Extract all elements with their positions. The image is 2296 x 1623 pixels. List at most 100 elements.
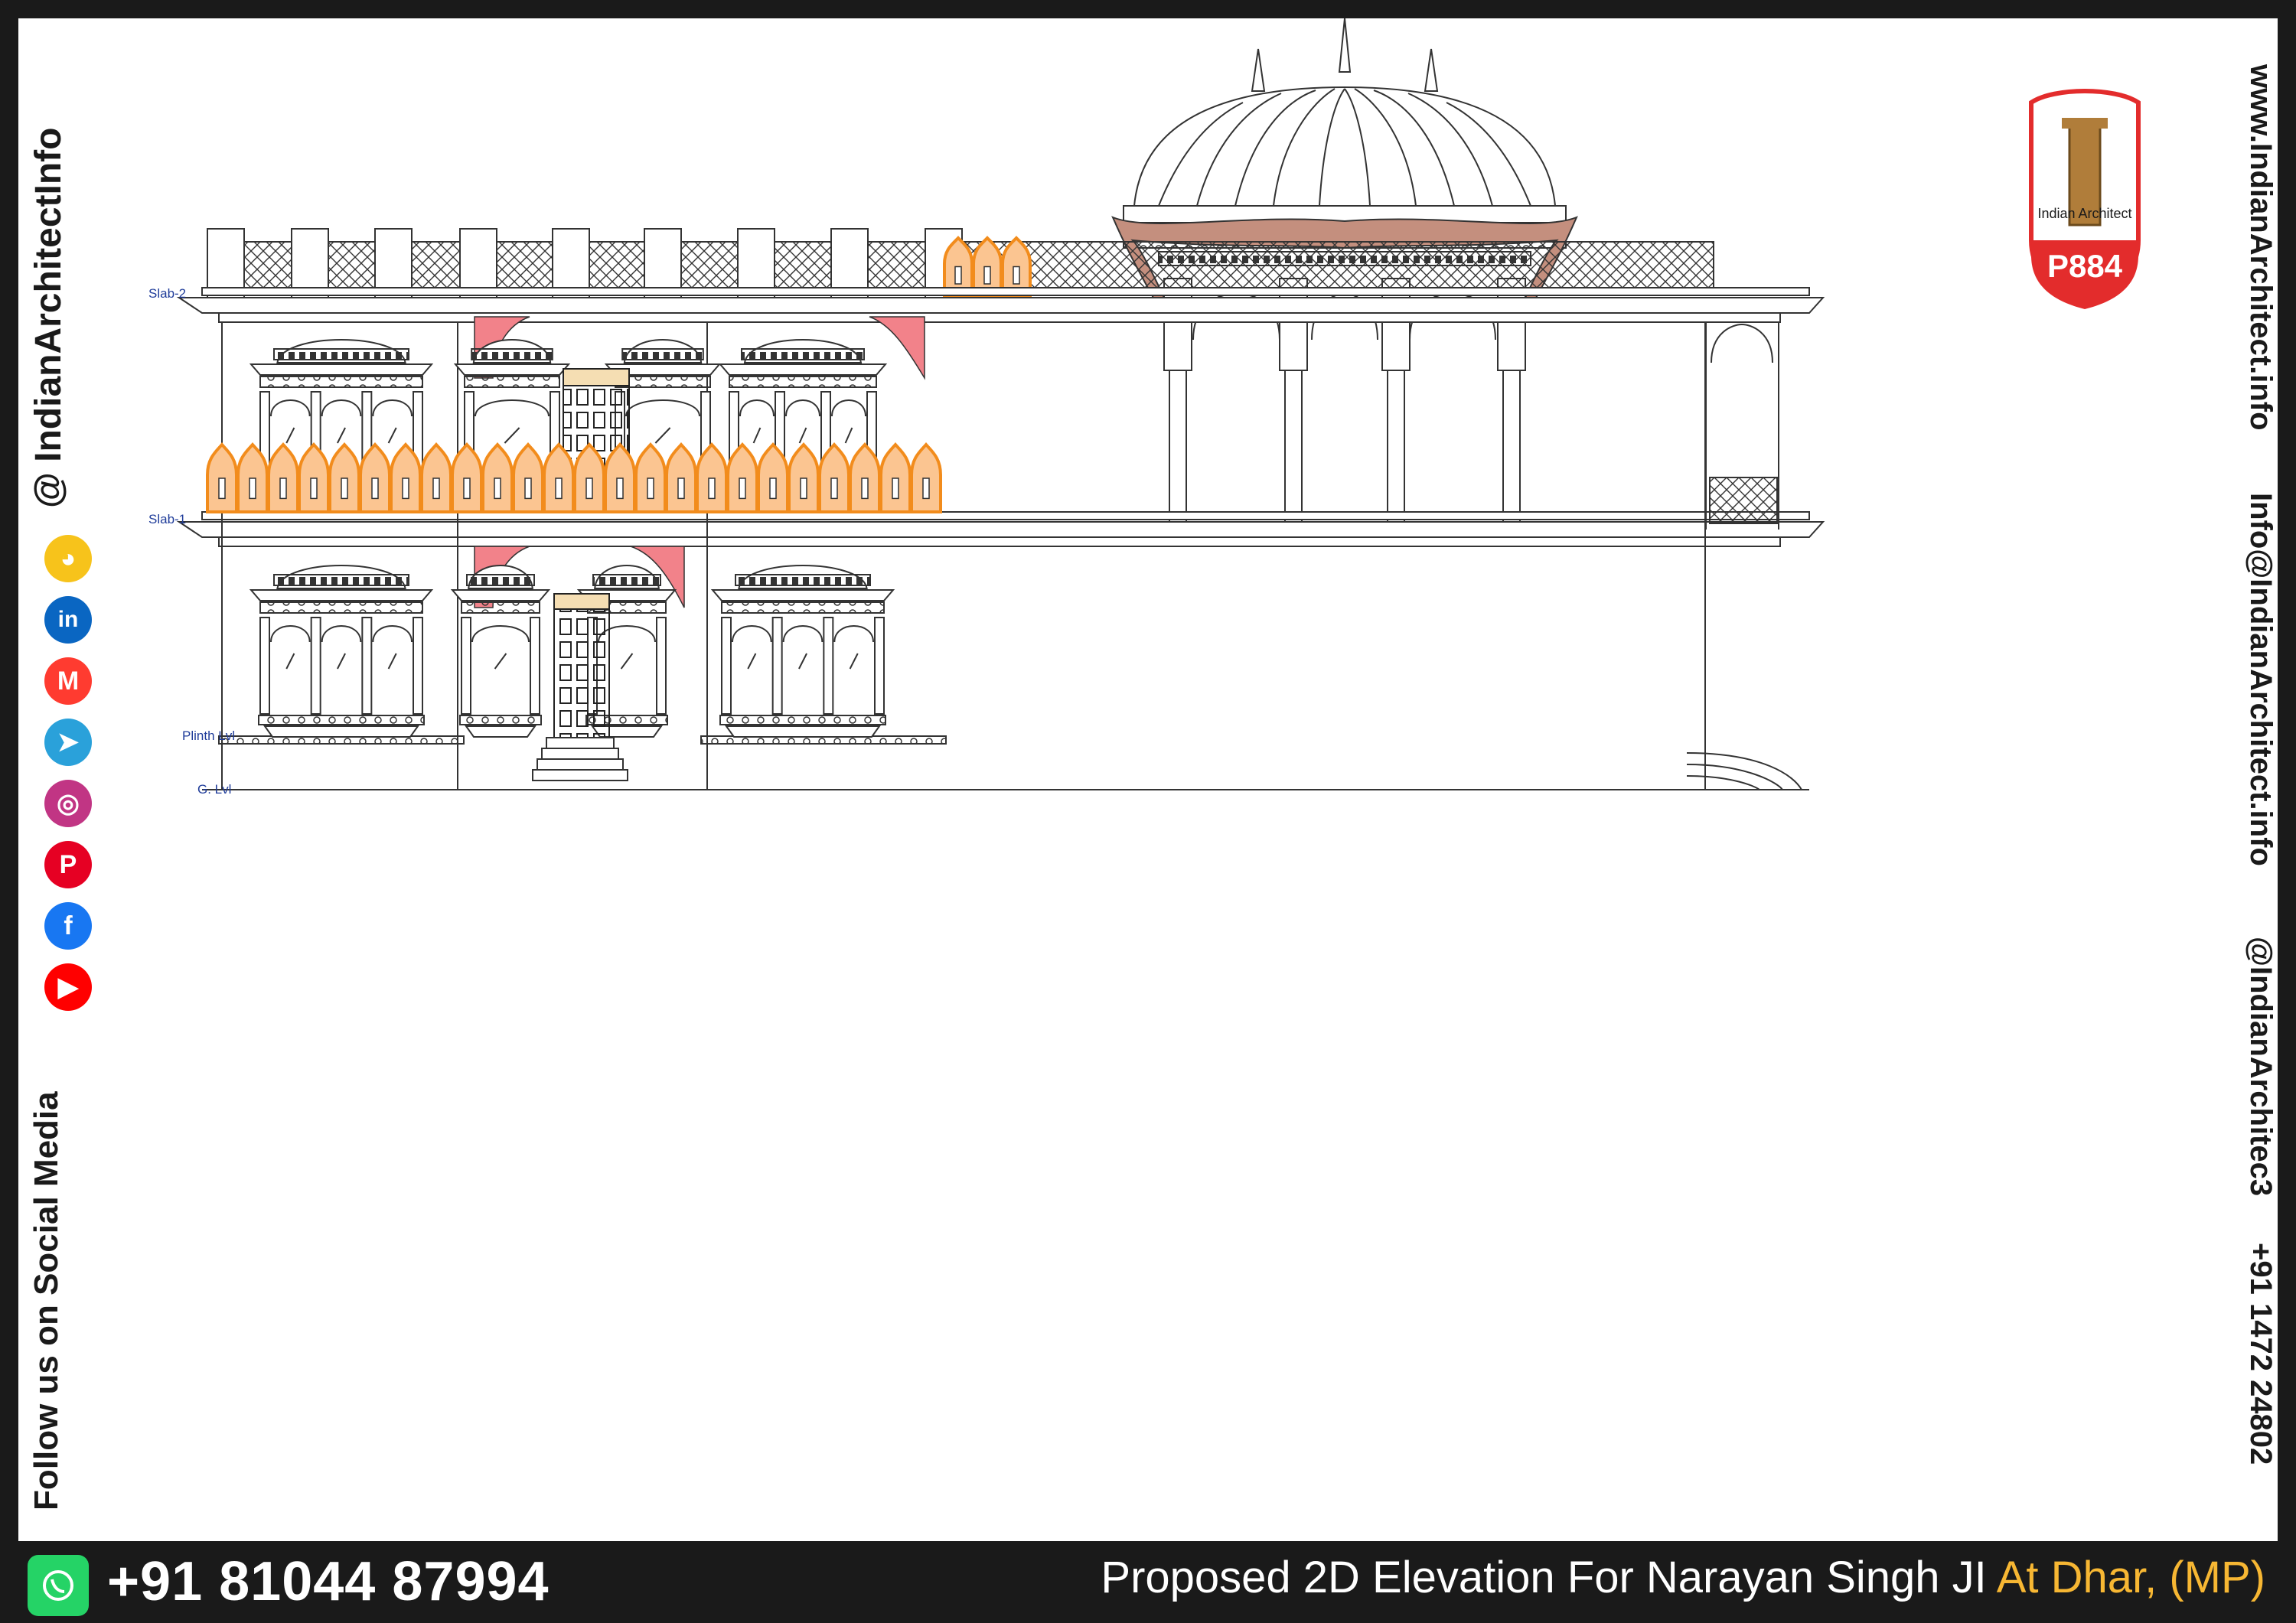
jharokha-chhajja-0 — [249, 363, 434, 376]
jharokha-base-band-4 — [258, 715, 425, 725]
website-text[interactable]: www.IndianArchitect.info — [2244, 64, 2278, 431]
roof-kangura-0-slot — [954, 266, 962, 285]
floor-slabs — [176, 287, 1825, 790]
jharokha-dentil-7 — [735, 574, 871, 586]
jharokha-dentil-3 — [741, 348, 865, 360]
roof-kangura-1-slot — [983, 266, 991, 285]
linkedin-icon[interactable]: in — [44, 596, 92, 644]
jharokha-arch-3-1 — [785, 399, 820, 417]
jharokha-glass-5-0 — [494, 653, 507, 670]
jharokha-arch-5-0 — [471, 625, 530, 643]
kangura-3-slot — [310, 477, 318, 500]
kangura-11-slot — [555, 477, 563, 500]
jharokha-7 — [710, 565, 895, 738]
jharokha-chhajja-3 — [718, 363, 888, 376]
jharokha-pillar-7-1 — [771, 617, 783, 715]
jharokha-arch-7-2 — [833, 625, 874, 643]
jharokha-glass-6-0 — [620, 653, 634, 670]
kangura-18-slot — [769, 477, 777, 500]
drawing-sheet: Slab-2 Slab-1 Plinth Lvl G. Lvl Indian A… — [18, 18, 2278, 1541]
kangura-9-slot — [494, 477, 501, 500]
jharokha-chhajja-1 — [453, 363, 571, 376]
jharokha-chhajja-5 — [450, 589, 551, 601]
jharokha-base-band-7 — [719, 715, 886, 725]
jharokha-band-3 — [729, 376, 877, 388]
roof-kangura — [943, 236, 1032, 297]
footer-title: Proposed 2D Elevation For Narayan Singh … — [1101, 1552, 2265, 1603]
jharokha-pillar-4-2 — [361, 617, 373, 715]
badge-shield — [2029, 89, 2141, 309]
level-plinth: Plinth Lvl — [182, 728, 235, 743]
footer-phone[interactable]: +91 81044 87994 — [107, 1551, 550, 1612]
jharokha-chhajja-4 — [249, 589, 434, 601]
pinterest-icon[interactable]: P — [44, 841, 92, 888]
email-text[interactable]: Info@IndianArchitect.info — [2244, 493, 2278, 866]
level-ground: G. Lvl — [197, 782, 232, 797]
badge-brand-label: Indian Architect — [2037, 206, 2132, 221]
jharokha-glass-0-0 — [285, 427, 295, 444]
jharokha-band-7 — [721, 601, 885, 614]
follow-text: Follow us on Social Media — [28, 1091, 65, 1511]
telegram-icon[interactable]: ➤ — [44, 719, 92, 766]
kangura-0-slot — [218, 477, 226, 500]
jharokha-arch-3-2 — [831, 399, 866, 417]
jharokha-4 — [249, 565, 434, 738]
brand-badge — [2008, 72, 2161, 332]
jharokha-dentil-6 — [592, 574, 661, 586]
jharokha-band-4 — [259, 601, 423, 614]
badge-code-label: P884 — [2047, 248, 2123, 284]
jharokha-band-0 — [259, 376, 423, 388]
kangura-13-slot — [616, 477, 624, 500]
instagram-icon[interactable]: ◎ — [44, 780, 92, 827]
jharokha-base-band-5 — [459, 715, 542, 725]
facebook-icon[interactable]: f — [44, 902, 92, 950]
right-phone-text[interactable]: +91 1472 24802 — [2244, 1243, 2278, 1465]
kangura-7-slot — [432, 477, 440, 500]
jharokha-glass-3-2 — [844, 427, 853, 444]
kangura-16-slot — [708, 477, 716, 500]
jharokha-arch-1-0 — [475, 399, 550, 417]
youtube-icon[interactable]: ▶ — [44, 963, 92, 1011]
koo-icon[interactable]: ◕ — [44, 535, 92, 582]
kangura-23-slot — [922, 477, 930, 500]
handle-text: @ IndianArchitectInfo — [28, 127, 69, 508]
kangura-12-slot — [585, 477, 593, 500]
jharokha-arch-3-0 — [739, 399, 775, 417]
jharokha-glass-0-2 — [387, 427, 397, 444]
jharokha-dentil-4 — [273, 574, 409, 586]
jharokha-glass-4-1 — [337, 653, 346, 670]
jharokha-glass-3-0 — [752, 427, 762, 444]
jharokha-bracket-4 — [263, 725, 419, 738]
jharokha-arch-0-1 — [321, 399, 362, 417]
finial-left — [1251, 48, 1266, 92]
jharokha-arch-2-0 — [625, 399, 700, 417]
jharokha-glass-1-0 — [504, 427, 520, 444]
kangura-15-slot — [677, 477, 685, 500]
finial-center — [1338, 18, 1352, 73]
kangura-10-slot — [524, 477, 532, 500]
kangura-22-slot — [892, 477, 899, 500]
jharokha-pillar-4-1 — [310, 617, 321, 715]
jharokha-dentil-2 — [621, 348, 704, 360]
jharokha-dentil-1 — [471, 348, 553, 360]
jharokha-pillar-5-1 — [530, 617, 540, 715]
jharokha-pillar-7-3 — [874, 617, 885, 715]
kangura-1-slot — [249, 477, 256, 500]
jharokha-glass-7-2 — [849, 653, 859, 670]
jharokha-pillar-4-3 — [413, 617, 423, 715]
jharokha-chhajja-7 — [710, 589, 895, 601]
jharokha-bracket-7 — [725, 725, 881, 738]
dome — [1133, 86, 1557, 207]
twitter-text[interactable]: @IndianArchitec3 — [2244, 937, 2278, 1197]
kangura-5-slot — [371, 477, 379, 500]
kangura-20-slot — [830, 477, 838, 500]
kangura-2-slot — [279, 477, 287, 500]
whatsapp-icon[interactable] — [28, 1555, 89, 1616]
jharokha-dentil-0 — [273, 348, 409, 360]
jharokha-glass-4-2 — [387, 653, 397, 670]
jharokha-arch-4-1 — [321, 625, 362, 643]
jharokha-glass-7-1 — [798, 653, 807, 670]
mix-icon[interactable]: M — [44, 657, 92, 705]
kangura-19-slot — [800, 477, 807, 500]
kangura-6-slot — [402, 477, 409, 500]
